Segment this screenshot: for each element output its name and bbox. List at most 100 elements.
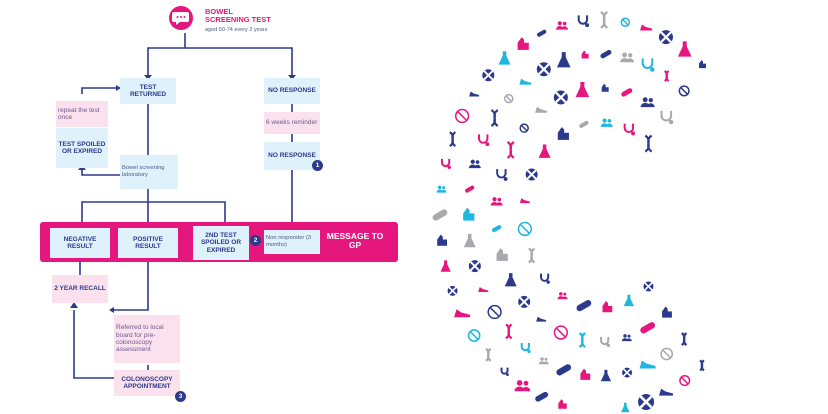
running-shoe-icon [478,287,489,293]
flask-icon [498,51,511,65]
scotland-flag-icon [482,69,495,82]
no-smoking-icon [678,85,690,97]
test-returned-box: TEST RETURNED [120,78,176,104]
no-smoking-icon [487,304,502,320]
stethoscope-icon [600,336,610,348]
stethoscope-icon [641,58,655,72]
thumbs-up-icon [698,60,706,69]
stethoscope-icon [623,123,636,136]
scotland-flag-icon [525,168,538,181]
thumbs-up-icon [581,50,589,59]
stethoscope-icon [500,367,509,377]
running-shoe-icon [658,388,673,396]
pill-icon [600,49,612,59]
dna-icon [506,141,515,159]
no-smoking-icon [519,123,529,133]
icon-arc-decoration [432,10,706,413]
dna-icon [485,347,492,362]
stethoscope-icon [478,134,490,147]
thumbs-up-icon [557,127,569,140]
pill-icon [576,300,592,312]
scotland-flag-icon [622,367,633,378]
chat-bubble-icon [169,6,193,30]
page-subtitle: aged 50-74 every 2 years [205,27,268,33]
pill-icon [465,185,475,193]
no-response-box: NO RESPONSE [264,78,320,104]
people-icon [621,334,632,342]
no-smoking-icon [660,347,674,361]
flask-icon [538,144,551,158]
thumbs-up-icon [602,301,613,313]
people-icon [490,197,503,206]
flask-icon [623,294,634,307]
people-icon [538,357,549,365]
dna-icon [578,332,586,348]
positive-result-box: POSITIVE RESULT [118,228,178,258]
scotland-flag-icon [518,295,531,308]
flask-icon [504,273,517,287]
running-shoe-icon [535,106,548,113]
thumbs-up-icon [496,248,508,261]
scotland-flag-icon [468,260,481,273]
non-responder-box: Non responder (3 months) [264,230,320,254]
people-icon [557,292,568,300]
running-shoe-icon [640,24,653,31]
title-line-1: BOWEL [205,7,233,16]
pill-icon [556,364,572,376]
badge-1: 1 [312,160,323,171]
thumbs-up-icon [662,306,672,318]
people-icon [640,97,655,108]
people-icon [600,118,613,127]
no-smoking-icon [620,17,631,28]
dna-icon [663,70,670,82]
no-smoking-icon [553,325,568,340]
negative-result-box: NEGATIVE RESULT [50,228,110,258]
no-smoking-icon [504,93,514,104]
flask-icon [575,81,590,98]
pill-icon [432,209,448,221]
dna-icon [505,323,513,340]
title-line-2: SCREENING TEST [205,15,271,25]
people-icon [436,185,447,193]
stethoscope-icon [520,342,531,354]
no-response-2-box: NO RESPONSE [264,142,320,170]
second-test-spoiled-box: 2ND TEST SPOILED OR EXPIRED [193,226,249,260]
dna-icon [644,134,653,153]
dna-icon [490,109,499,127]
no-smoking-icon [467,329,481,342]
stethoscope-icon [441,158,451,169]
scotland-flag-icon [553,90,568,105]
six-weeks-reminder-box: 6 weeks reminder [264,112,320,134]
running-shoe-icon [519,198,530,204]
thumbs-up-icon [437,234,448,246]
page-title: BOWEL SCREENING TEST [205,7,271,25]
pill-icon [492,225,502,233]
no-smoking-icon [679,375,691,387]
dna-icon [699,359,705,372]
stethoscope-icon [496,169,508,181]
running-shoe-icon [469,91,480,97]
scotland-flag-icon [658,30,673,45]
bowel-lab-box: Bowel screening laboratory [120,155,178,189]
pill-icon [579,120,589,128]
people-icon [514,380,531,392]
scotland-flag-icon [643,281,654,292]
flask-icon [556,52,571,68]
running-shoe-icon [454,309,471,318]
flask-icon [677,41,692,57]
dna-icon [600,10,609,29]
scotland-flag-icon [447,285,458,296]
thumbs-up-icon [580,368,591,380]
thumbs-up-icon [463,207,475,221]
referred-box: Referred to local board for pre-colonosc… [114,315,180,363]
pill-icon [535,391,549,402]
stethoscope-icon [539,273,550,284]
people-icon [555,21,568,30]
flask-icon [600,369,612,382]
running-shoe-icon [639,360,656,369]
badge-2: 2 [250,235,261,246]
repeat-test-box: repeat the test once [56,101,108,127]
people-icon [468,159,481,169]
